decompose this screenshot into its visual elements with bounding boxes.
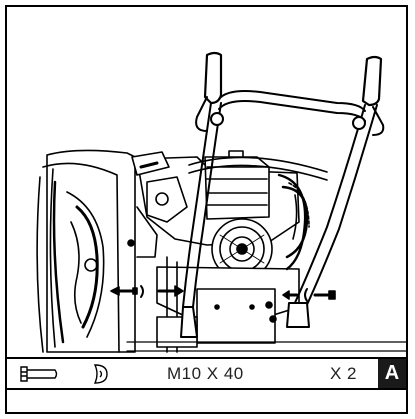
snow-blower-handle-assembly-illustration bbox=[36, 51, 406, 353]
quantity-label: X 2 bbox=[330, 364, 358, 383]
auger-housing bbox=[36, 149, 136, 353]
belt-cover bbox=[277, 173, 310, 271]
parts-callout-bar: M10 X 40 X 2 A bbox=[7, 357, 406, 390]
washer-icon bbox=[93, 364, 108, 384]
fastener-spec-label: M10 X 40 bbox=[167, 364, 244, 383]
control-bail bbox=[195, 90, 385, 136]
bolt-icon bbox=[20, 366, 58, 382]
right-bolt-callout bbox=[282, 288, 336, 302]
left-bolt-callout bbox=[110, 285, 184, 298]
handle-tube-right bbox=[286, 55, 383, 328]
engine bbox=[131, 150, 309, 280]
assembly-step-panel: M10 X 40 X 2 A bbox=[5, 5, 408, 414]
handle-tube-left bbox=[180, 51, 223, 338]
step-letter-badge: A bbox=[378, 359, 406, 388]
handle-cross-rod bbox=[188, 156, 328, 181]
footer-strip bbox=[7, 390, 406, 412]
